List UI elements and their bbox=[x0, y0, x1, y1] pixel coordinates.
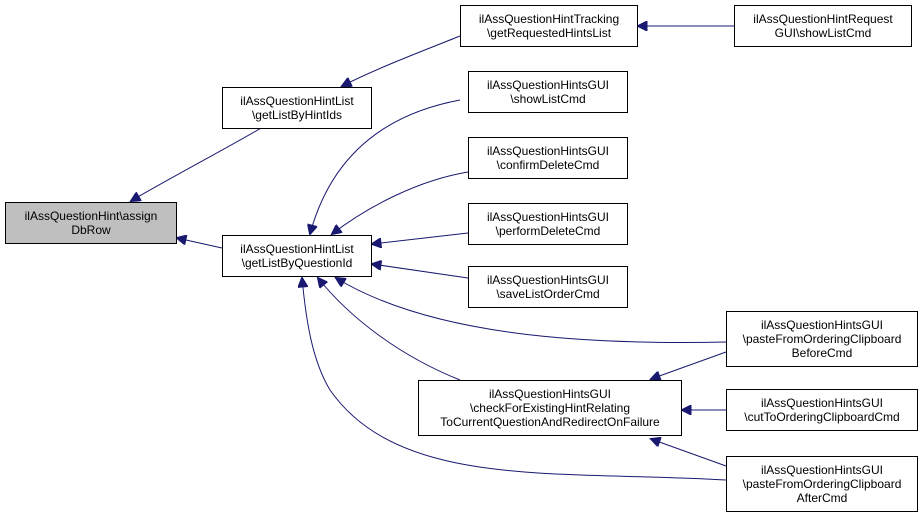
edge-saveorder-to-listbyquestionid bbox=[372, 264, 469, 279]
node-tracking-requested-line-2: \getRequestedHintsList bbox=[486, 26, 612, 40]
node-list-by-question-id[interactable]: ilAssQuestionHintList \getListByQuestion… bbox=[222, 235, 372, 277]
node-hints-save-order[interactable]: ilAssQuestionHintsGUI \saveListOrderCmd bbox=[468, 266, 628, 308]
node-hints-paste-before-line-1: ilAssQuestionHintsGUI bbox=[760, 318, 884, 332]
node-hints-paste-after-line-2: \pasteFromOrderingClipboard bbox=[742, 477, 902, 491]
node-hints-save-order-line-2: \saveListOrderCmd bbox=[496, 287, 600, 301]
node-hints-paste-after[interactable]: ilAssQuestionHintsGUI \pasteFromOrdering… bbox=[726, 456, 918, 512]
edge-pasteafter-to-listbyquestionid bbox=[302, 278, 727, 481]
node-list-by-question-id-line-1: ilAssQuestionHintList bbox=[240, 242, 354, 256]
node-hints-check-existing[interactable]: ilAssQuestionHintsGUI \checkForExistingH… bbox=[418, 380, 682, 436]
node-hints-cut[interactable]: ilAssQuestionHintsGUI \cutToOrderingClip… bbox=[726, 389, 918, 431]
node-hints-perform-delete-line-1: ilAssQuestionHintsGUI bbox=[486, 210, 610, 224]
node-hints-show-list[interactable]: ilAssQuestionHintsGUI \showListCmd bbox=[468, 71, 628, 113]
edge-confirmdelete-to-listbyquestionid bbox=[332, 171, 469, 234]
edge-tracking-to-listbyhintids bbox=[342, 35, 461, 86]
node-list-by-hint-ids-line-2: \getListByHintIds bbox=[251, 108, 343, 122]
edge-pastebefore-to-listbyquestionid bbox=[336, 278, 727, 343]
node-tracking-requested[interactable]: ilAssQuestionHintTracking \getRequestedH… bbox=[460, 5, 638, 47]
edge-showlist-to-listbyquestionid bbox=[310, 99, 461, 234]
node-request-gui-show-line-2: GUI\showListCmd bbox=[774, 26, 872, 40]
node-hints-perform-delete-line-2: \performDeleteCmd bbox=[495, 224, 601, 238]
node-hints-paste-before-line-3: BeforeCmd bbox=[791, 346, 853, 360]
edge-listbyquestionid-to-root bbox=[177, 238, 223, 249]
node-tracking-requested-line-1: ilAssQuestionHintTracking bbox=[478, 12, 620, 26]
node-root-line-1: ilAssQuestionHint\assign bbox=[24, 209, 158, 223]
node-list-by-hint-ids-line-1: ilAssQuestionHintList bbox=[240, 94, 354, 108]
node-request-gui-show-line-1: ilAssQuestionHintRequest bbox=[753, 12, 893, 26]
node-hints-show-list-line-2: \showListCmd bbox=[510, 92, 586, 106]
node-hints-confirm-delete[interactable]: ilAssQuestionHintsGUI \confirmDeleteCmd bbox=[468, 137, 628, 179]
node-hints-paste-before-line-2: \pasteFromOrderingClipboard bbox=[742, 332, 902, 346]
node-root-line-2: DbRow bbox=[71, 223, 111, 237]
node-hints-save-order-line-1: ilAssQuestionHintsGUI bbox=[486, 273, 610, 287]
node-list-by-hint-ids[interactable]: ilAssQuestionHintList \getListByHintIds bbox=[222, 87, 372, 129]
node-hints-cut-line-1: ilAssQuestionHintsGUI bbox=[760, 396, 884, 410]
node-hints-check-existing-line-2: \checkForExistingHintRelating bbox=[469, 401, 631, 415]
edge-pastebefore-to-checkexisting bbox=[651, 351, 727, 379]
node-hints-check-existing-line-1: ilAssQuestionHintsGUI bbox=[488, 387, 612, 401]
edge-pasteafter-to-checkexisting bbox=[651, 439, 727, 467]
node-hints-paste-before[interactable]: ilAssQuestionHintsGUI \pasteFromOrdering… bbox=[726, 311, 918, 367]
node-hints-perform-delete[interactable]: ilAssQuestionHintsGUI \performDeleteCmd bbox=[468, 203, 628, 245]
node-hints-show-list-line-1: ilAssQuestionHintsGUI bbox=[486, 78, 610, 92]
node-root: ilAssQuestionHint\assign DbRow bbox=[5, 202, 177, 244]
node-hints-paste-after-line-1: ilAssQuestionHintsGUI bbox=[760, 463, 884, 477]
edge-checkexisting-to-listbyquestionid bbox=[318, 278, 461, 381]
node-request-gui-show[interactable]: ilAssQuestionHintRequest GUI\showListCmd bbox=[734, 5, 912, 47]
node-hints-check-existing-line-3: ToCurrentQuestionAndRedirectOnFailure bbox=[440, 415, 660, 429]
node-list-by-question-id-line-2: \getListByQuestionId bbox=[241, 256, 353, 270]
node-hints-confirm-delete-line-1: ilAssQuestionHintsGUI bbox=[486, 144, 610, 158]
node-hints-confirm-delete-line-2: \confirmDeleteCmd bbox=[496, 158, 600, 172]
edge-performdelete-to-listbyquestionid bbox=[372, 232, 469, 244]
node-hints-cut-line-2: \cutToOrderingClipboardCmd bbox=[744, 410, 900, 424]
node-hints-paste-after-line-3: AfterCmd bbox=[796, 491, 848, 505]
edge-listbyhintids-to-root bbox=[131, 126, 264, 201]
